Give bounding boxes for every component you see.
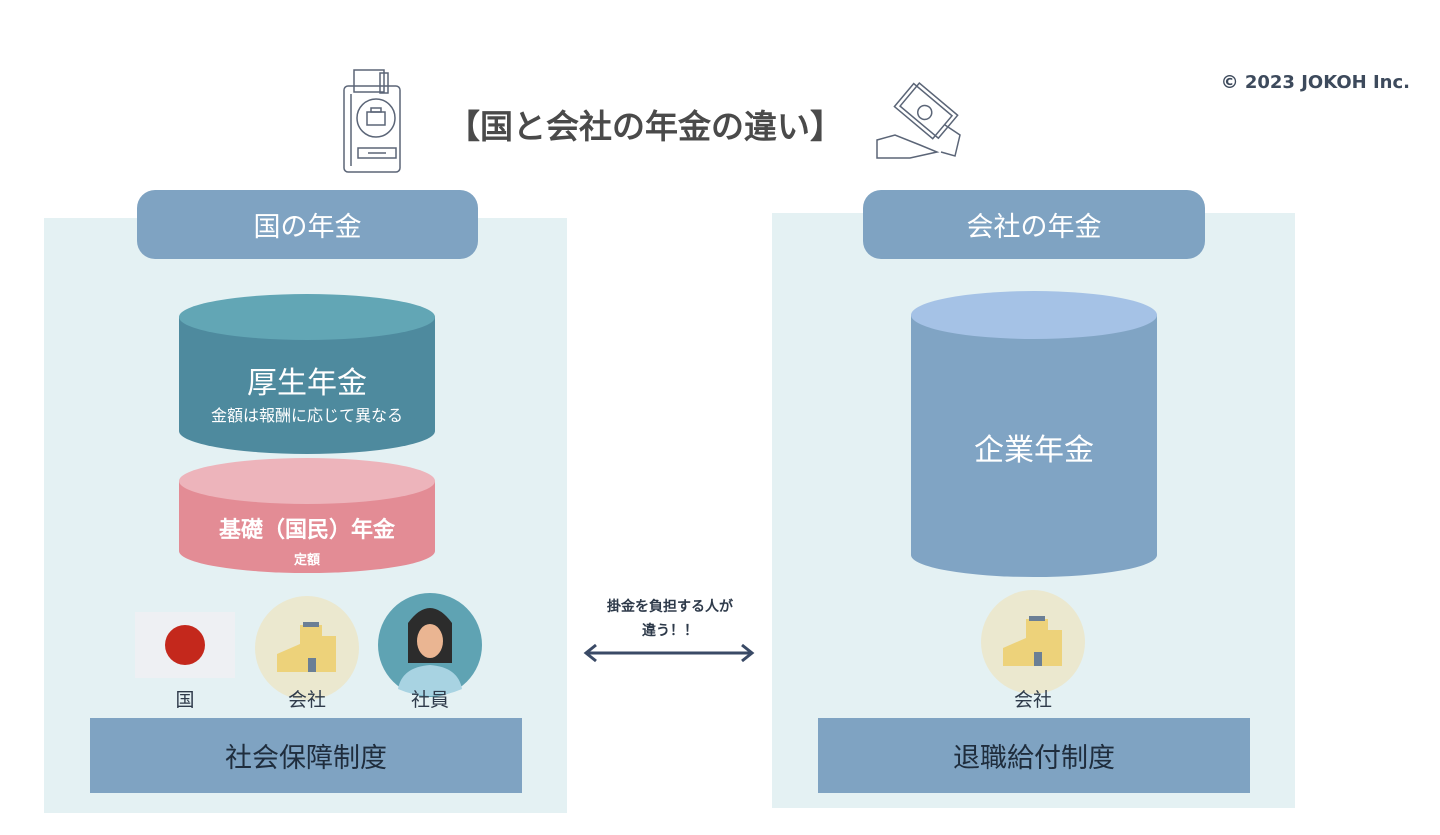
- page-title: 【国と会社の年金の違い】: [447, 107, 843, 146]
- basic-pension-title: 基礎（国民）年金: [218, 518, 395, 543]
- copyright: © 2023 JOKOH Inc.: [1220, 72, 1410, 93]
- basic-pension-subtitle: 定額: [293, 553, 320, 568]
- difference-note-line1: 掛金を負担する人が: [607, 599, 733, 615]
- employee-icon: [378, 593, 482, 701]
- building-icon: [981, 590, 1085, 698]
- social-security-footer: 社会保障制度: [90, 718, 522, 793]
- payer-label-company: 会社: [1013, 689, 1052, 711]
- retirement-benefit-footer: 退職給付制度: [818, 718, 1250, 793]
- employee-pension-cylinder: [178, 293, 436, 462]
- basic-pension-cylinder: [178, 457, 436, 581]
- payer-label-employee: 社員: [410, 689, 449, 711]
- difference-note-line2: 違う！！: [642, 623, 698, 639]
- building-icon: [255, 596, 359, 704]
- payer-label-company: 会社: [287, 689, 326, 711]
- money-hand-icon: [875, 80, 965, 166]
- public-pension-header: 国の年金: [137, 190, 478, 259]
- corporate-pension-header: 会社の年金: [863, 190, 1205, 259]
- corporate-pension-title: 企業年金: [974, 433, 1094, 468]
- japan-flag-icon: [135, 612, 235, 678]
- employee-pension-subtitle: 金額は報酬に応じて異なる: [210, 406, 403, 425]
- payer-label-country: 国: [175, 689, 195, 711]
- corporate-pension-cylinder: [910, 290, 1158, 584]
- passport-icon: [340, 68, 410, 178]
- employee-pension-title: 厚生年金: [247, 366, 367, 401]
- double-arrow-icon: [582, 643, 756, 667]
